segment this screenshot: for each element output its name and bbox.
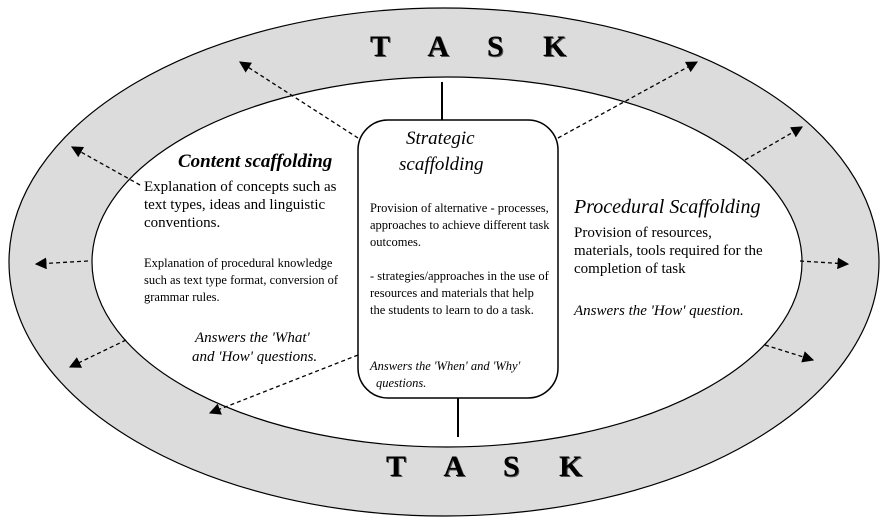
arrow-lower-right: [764, 344, 815, 363]
strategic-answers-line2: questions.: [376, 376, 427, 390]
procedural-answers: Answers the 'How' question.: [574, 303, 744, 319]
task-label-top: T A S K: [370, 30, 583, 63]
arrow-upper-right: [744, 126, 804, 161]
task-label-bottom: T A S K: [386, 450, 599, 483]
content-answers-line2: and 'How' questions.: [192, 349, 318, 365]
strategic-answers-line1: Answers the 'When' and 'Why': [370, 359, 521, 373]
strategic-strategies-text: - strategies/approaches in the use of re…: [370, 269, 549, 317]
arrow-top-right: [557, 61, 699, 139]
arrow-top-left: [239, 61, 359, 139]
content-answers-line1: Answers the 'What': [195, 330, 310, 346]
procedural-scaffolding-heading: Procedural Scaffolding: [574, 196, 761, 218]
arrow-bottom-left: [208, 354, 359, 415]
procedural-provision-text: Provision of resources, materials, tools…: [574, 225, 763, 277]
arrow-mid-right: [799, 257, 850, 270]
strategic-box: [357, 119, 559, 399]
arrow-lower-left: [68, 339, 127, 368]
arrow-mid-left: [34, 257, 89, 270]
strategic-heading-line2: scaffolding: [399, 154, 484, 175]
arrow-upper-left: [70, 146, 141, 186]
content-scaffolding-heading: Content scaffolding: [178, 151, 333, 172]
content-explanation-concepts: Explanation of concepts such as text typ…: [144, 179, 337, 231]
strategic-heading-line1: Strategic: [406, 128, 475, 149]
strategic-provision-text: Provision of alternative - processes, ap…: [370, 201, 550, 249]
content-explanation-procedural: Explanation of procedural knowledge such…: [144, 256, 339, 304]
